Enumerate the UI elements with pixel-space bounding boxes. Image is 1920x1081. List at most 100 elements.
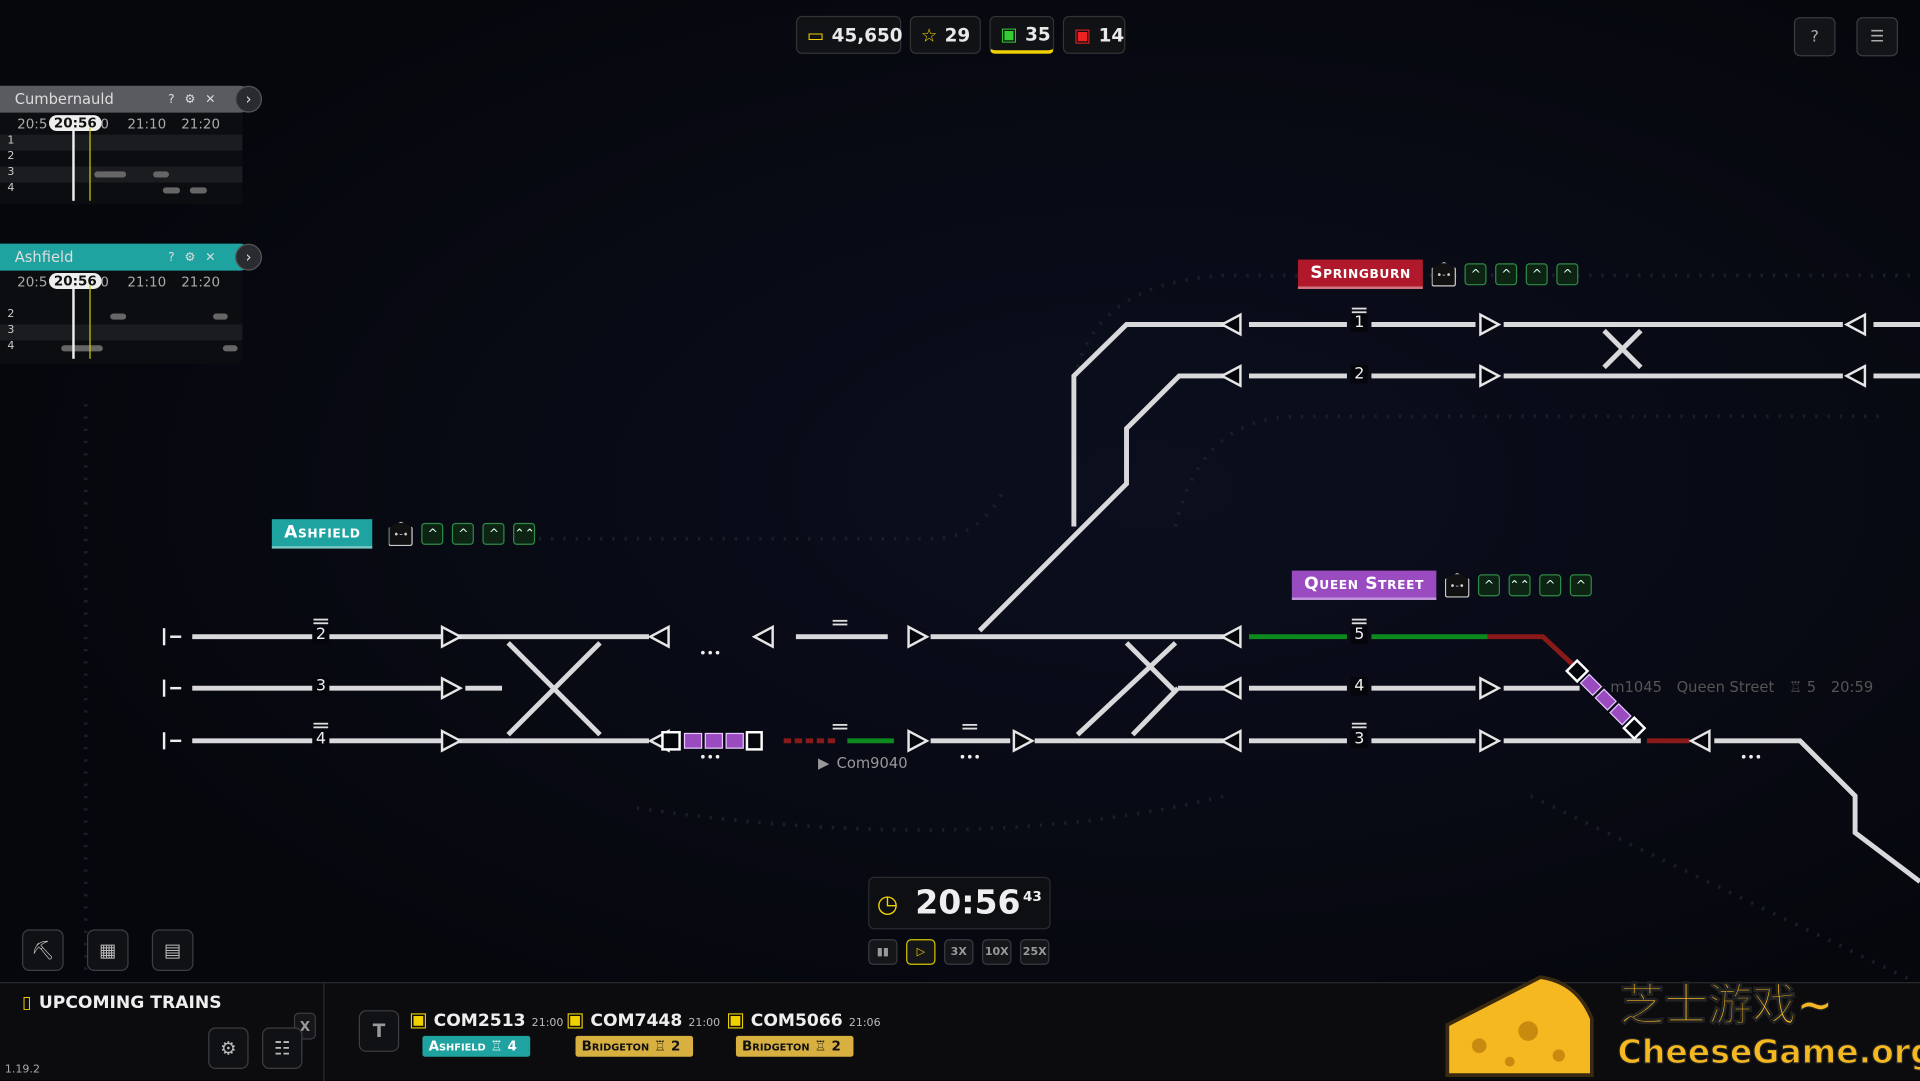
station-springburn[interactable]: Springburn •-• ^ ^ ^ ^	[1297, 259, 1579, 289]
cheese-logo	[1445, 975, 1594, 1077]
platform-icon: ♖	[654, 1038, 667, 1055]
expand-button[interactable]: ›	[235, 243, 263, 271]
current-time-marker: 20:56	[48, 273, 102, 289]
help-icon[interactable]: ?	[168, 250, 175, 264]
depot-icon[interactable]: •-•	[388, 521, 414, 547]
close-icon[interactable]: ✕	[205, 92, 216, 106]
station-queen-street[interactable]: Queen Street •-• ^ ⌃⌃ ^ ^	[1291, 570, 1592, 601]
worker-icon: ⛏	[31, 939, 55, 962]
panel-header[interactable]: Cumbernauld ?⚙✕ ›	[0, 85, 263, 113]
section-markers	[313, 307, 1367, 730]
platform-number: 2	[312, 625, 330, 645]
upgrade-button[interactable]: ^	[1477, 574, 1501, 597]
train-icon: ▣	[726, 1007, 745, 1032]
close-icon[interactable]: ✕	[205, 250, 216, 264]
help-button[interactable]: ?	[1793, 17, 1836, 57]
sliders-icon: ☷	[273, 1037, 291, 1060]
train-icon: ▣	[565, 1007, 585, 1032]
upgrade-button[interactable]: ^	[1539, 574, 1562, 597]
platform-number: 3	[312, 677, 330, 696]
train-label-queen-street[interactable]: m1045 Queen Street ♖ 5 20:59	[1610, 678, 1874, 696]
upgrade-button[interactable]: ^	[421, 522, 444, 545]
construction-button[interactable]: ⛏	[22, 929, 64, 972]
signals[interactable]	[440, 312, 1867, 753]
upgrade-button[interactable]: ^	[1556, 263, 1579, 286]
speed-10x-button[interactable]: 10X	[982, 939, 1012, 965]
star-icon: ☆	[920, 23, 938, 46]
type-filter-button[interactable]: T	[358, 1010, 400, 1052]
chip-button[interactable]: ▦	[86, 929, 129, 972]
platform-number: 4	[312, 729, 330, 749]
pause-button[interactable]: ▮▮	[868, 939, 898, 965]
wallet-icon: ▭	[806, 23, 825, 46]
upgrade-button[interactable]: ^	[1464, 263, 1487, 286]
help-icon[interactable]: ?	[168, 92, 175, 106]
timeline-row: 2	[7, 150, 15, 163]
upcoming-trains-bar: ▯UPCOMING TRAINS X ⚙ ☷ 1.19.2 T ▣COM2513…	[0, 982, 1920, 1081]
platform-number: 2	[1350, 364, 1369, 384]
dots-markers[interactable]	[701, 650, 1761, 759]
delayed-trains-counter[interactable]: ▣14	[1062, 15, 1126, 54]
train-icon: ▣	[1073, 23, 1092, 46]
depot-icon[interactable]: •-•	[1444, 573, 1470, 598]
gear-icon[interactable]: ⚙	[184, 250, 196, 264]
upgrade-button[interactable]: ^	[1495, 263, 1518, 286]
panel-header[interactable]: Ashfield ?⚙✕ ›	[0, 243, 263, 271]
stars-counter: ☆29	[909, 15, 981, 54]
watermark: 芝士游戏~ CheeseGame.org	[1442, 965, 1920, 1080]
play-button[interactable]: ▷	[906, 939, 936, 965]
upgrade-button[interactable]: ^	[452, 522, 475, 545]
upgrade-double-button[interactable]: ⌃⌃	[513, 522, 536, 545]
money-counter: ▭45,650	[795, 15, 903, 54]
upgrade-button[interactable]: ^	[1526, 263, 1549, 286]
filter-button[interactable]: ☷	[262, 1027, 303, 1069]
help-icon: ?	[1810, 27, 1819, 46]
upgrade-button[interactable]: ^	[1569, 574, 1592, 597]
train-queen-street[interactable]	[1565, 658, 1647, 741]
timeline-row: 3	[0, 166, 243, 183]
station-name[interactable]: Ashfield	[271, 519, 373, 549]
timeline-row: 3	[0, 324, 243, 341]
upcoming-trains-title: ▯UPCOMING TRAINS	[22, 993, 222, 1013]
gear-icon[interactable]: ⚙	[184, 92, 196, 106]
settings-button[interactable]: ⚙	[208, 1027, 249, 1069]
list-icon: ☰	[1870, 27, 1885, 46]
expand-button[interactable]: ›	[235, 85, 263, 113]
platform-icon: ♖	[814, 1038, 827, 1055]
inactive-tracks	[83, 273, 1912, 982]
station-ashfield[interactable]: Ashfield •-• ^ ^ ^ ⌃⌃	[271, 519, 536, 549]
destination-tag: Bridgeton♖2	[735, 1035, 854, 1057]
platform-number: 5	[1350, 625, 1369, 645]
active-trains-counter[interactable]: ▣35	[989, 15, 1055, 54]
platform-icon: ♖	[490, 1038, 503, 1055]
upgrade-double-button[interactable]: ⌃⌃	[1508, 574, 1531, 597]
book-button[interactable]: ▤	[151, 929, 194, 972]
buffer-stops	[162, 628, 182, 750]
station-name[interactable]: Queen Street	[1291, 570, 1437, 601]
depot-icon[interactable]: •-•	[1431, 262, 1457, 287]
menu-button[interactable]: ☰	[1856, 17, 1898, 57]
upgrade-button[interactable]: ^	[483, 522, 506, 545]
route-segments	[783, 634, 1690, 744]
train-label-com9040[interactable]: ▶Com9040	[817, 754, 908, 772]
platform-number: 1	[1350, 313, 1369, 332]
game-clock: ◷ 20:56 43	[868, 876, 1051, 930]
speed-25x-button[interactable]: 25X	[1020, 939, 1050, 965]
station-name[interactable]: Springburn	[1297, 259, 1424, 289]
speed-3x-button[interactable]: 3X	[944, 939, 974, 965]
timeline-row-empty	[0, 293, 242, 309]
platform-icon: ♖	[1788, 678, 1803, 696]
platform-number: 3	[1350, 729, 1369, 749]
destination-tag: Ashfield♖4	[422, 1035, 531, 1057]
play-icon: ▶	[817, 754, 830, 772]
timeline-row: 4	[0, 340, 242, 356]
destination-tag: Bridgeton♖2	[575, 1035, 694, 1057]
train-com9040[interactable]	[661, 731, 763, 751]
